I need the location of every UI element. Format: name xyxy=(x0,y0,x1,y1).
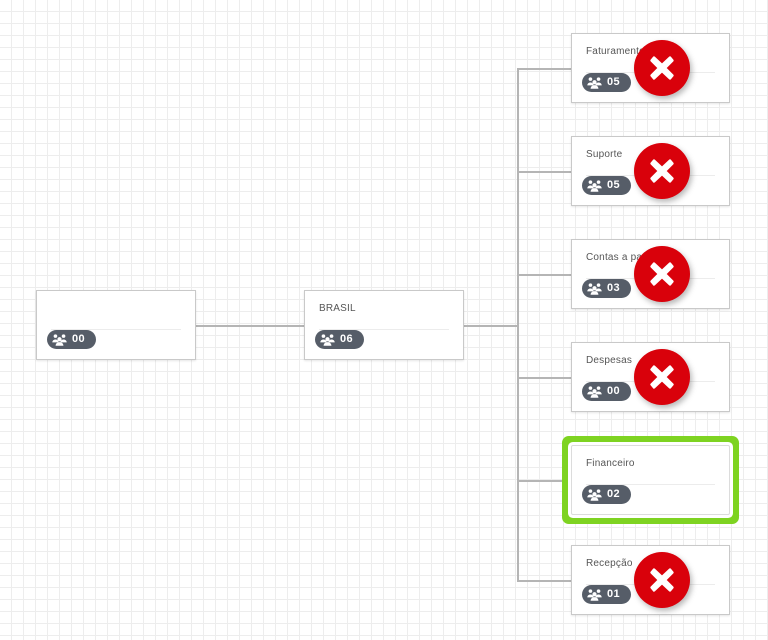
member-count-badge[interactable]: 02 xyxy=(582,485,632,504)
node-title: Faturamento xyxy=(586,46,645,57)
connector-branch-faturamento xyxy=(517,68,571,70)
member-count-value: 03 xyxy=(607,282,621,294)
member-count-badge[interactable]: 00 xyxy=(47,330,97,349)
root-node[interactable]: 00 xyxy=(36,290,196,360)
member-count-badge[interactable]: 01 xyxy=(582,585,632,604)
member-count-badge[interactable]: 03 xyxy=(582,279,632,298)
member-count-badge[interactable]: 05 xyxy=(582,176,632,195)
connector-brasil-to-trunk xyxy=(464,325,519,327)
node-separator xyxy=(319,329,449,330)
group-of-people-icon xyxy=(587,282,602,295)
group-of-people-icon xyxy=(587,385,602,398)
connector-branch-suporte xyxy=(517,171,571,173)
member-count-value: 00 xyxy=(607,385,621,397)
group-of-people-icon xyxy=(320,333,335,346)
connector-branch-recepcao xyxy=(517,580,571,582)
member-count-value: 00 xyxy=(72,333,86,345)
node-brasil[interactable]: BRASIL 06 xyxy=(304,290,464,360)
member-count-value: 06 xyxy=(340,333,354,345)
node-title: Contas a pagar xyxy=(586,252,658,263)
group-of-people-icon xyxy=(52,333,67,346)
connector-branch-contas xyxy=(517,274,571,276)
node-title: Suporte xyxy=(586,149,623,160)
member-count-value: 01 xyxy=(607,588,621,600)
connector-branch-financeiro xyxy=(517,480,571,482)
connector-branch-despesas xyxy=(517,377,571,379)
node-separator xyxy=(586,484,715,485)
close-x-icon[interactable] xyxy=(634,143,690,199)
member-count-badge[interactable]: 06 xyxy=(315,330,365,349)
node-financeiro[interactable]: Financeiro 02 xyxy=(571,445,730,515)
member-count-badge[interactable]: 05 xyxy=(582,73,632,92)
group-of-people-icon xyxy=(587,488,602,501)
group-of-people-icon xyxy=(587,76,602,89)
node-title: BRASIL xyxy=(319,303,356,314)
connector-trunk-vertical xyxy=(517,68,519,580)
node-separator xyxy=(51,329,181,330)
connector-root-to-brasil xyxy=(196,325,304,327)
close-x-icon[interactable] xyxy=(634,246,690,302)
close-x-icon[interactable] xyxy=(634,552,690,608)
group-of-people-icon xyxy=(587,588,602,601)
group-of-people-icon xyxy=(587,179,602,192)
close-x-icon[interactable] xyxy=(634,349,690,405)
node-title: Recepção xyxy=(586,558,633,569)
node-title: Despesas xyxy=(586,355,633,366)
node-title: Financeiro xyxy=(586,458,635,469)
member-count-badge[interactable]: 00 xyxy=(582,382,632,401)
close-x-icon[interactable] xyxy=(634,40,690,96)
member-count-value: 05 xyxy=(607,179,621,191)
member-count-value: 05 xyxy=(607,76,621,88)
member-count-value: 02 xyxy=(607,488,621,500)
